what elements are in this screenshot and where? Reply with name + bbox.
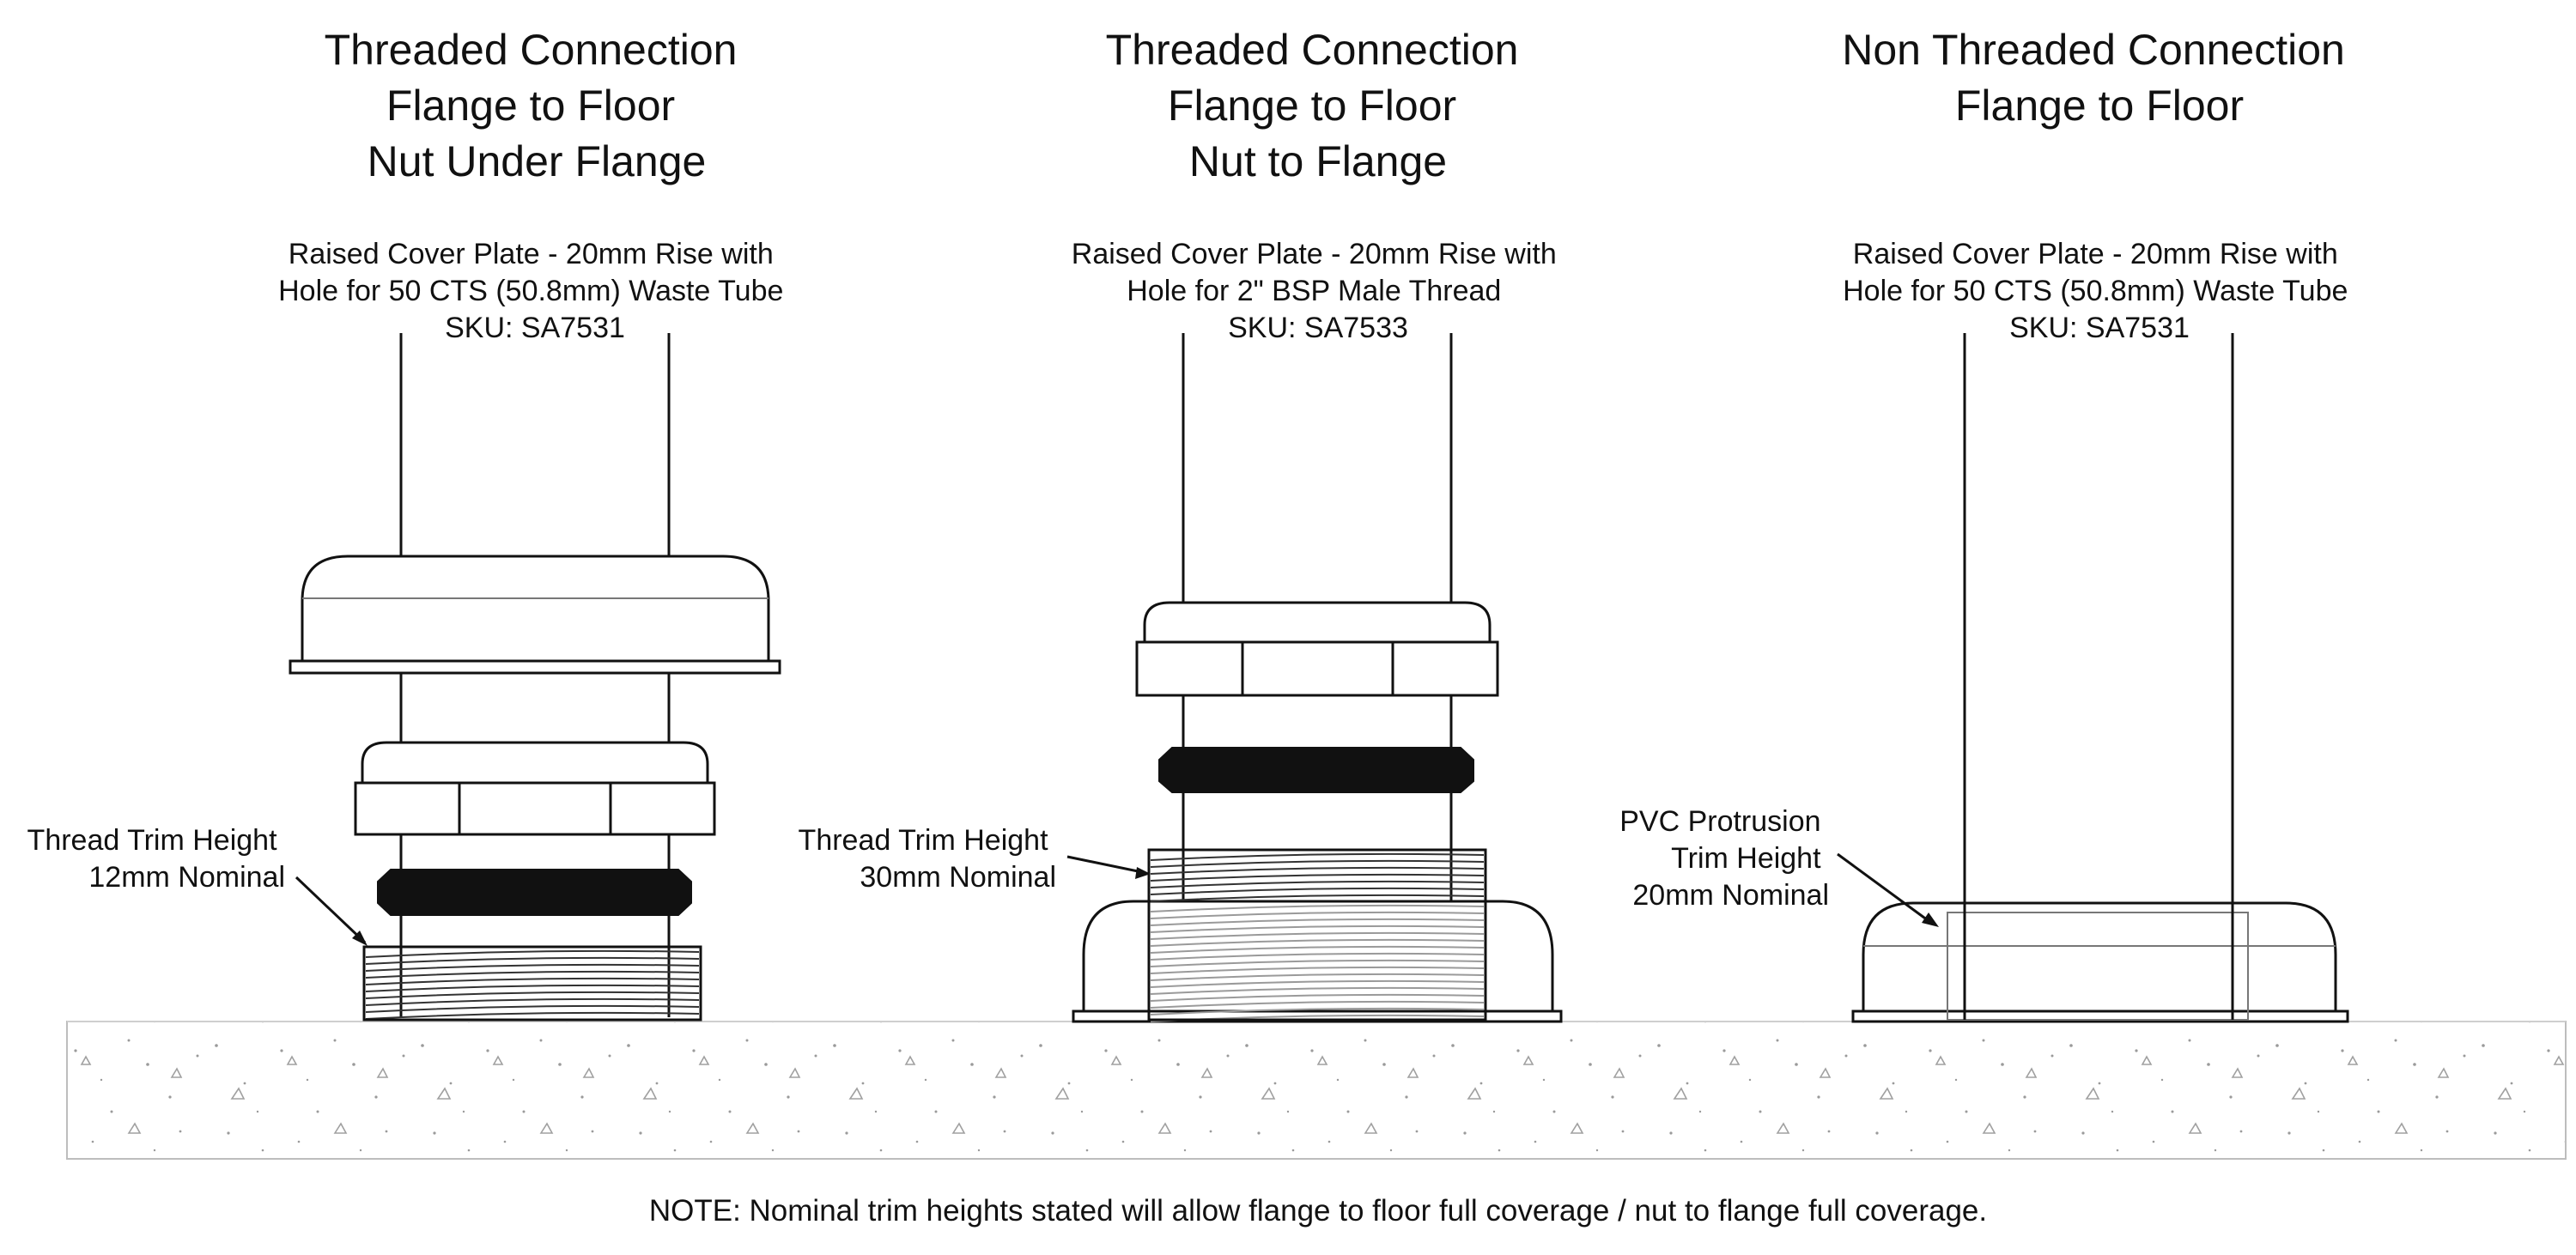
thread-line (1150, 859, 1485, 868)
rubber-seal (377, 869, 692, 916)
thread-line (1150, 952, 1485, 961)
thread-line (365, 984, 700, 992)
panel-2-title: Threaded Connection Flange to Floor Nut … (1106, 26, 1531, 185)
concrete-floor (66, 1021, 2567, 1160)
thread-line (1150, 911, 1485, 919)
pvc-protrusion (1947, 912, 2249, 1021)
callout-leader-2 (1066, 855, 1143, 874)
thread-section-30mm (1150, 852, 1485, 1022)
thread-line (1150, 894, 1485, 902)
callout-arrowhead-2 (1135, 867, 1151, 879)
thread-line (365, 970, 700, 979)
panel-3-title: Non Threaded Connection Flange to Floor (1842, 26, 2357, 130)
callout-leader-3 (1837, 852, 1929, 922)
thread-line (1150, 918, 1485, 926)
thread-line (365, 991, 700, 999)
thread-line (1150, 1000, 1485, 1009)
thread-line (1150, 1007, 1485, 1016)
thread-line (1150, 938, 1485, 947)
cover-plate (289, 555, 781, 675)
thread-line (1150, 880, 1485, 888)
panel-3-product-label: Raised Cover Plate - 20mm Rise with Hole… (1843, 238, 2356, 344)
thread-trim-callout-2: Thread Trim Height 30mm Nominal (799, 824, 1056, 894)
thread-line (365, 956, 700, 965)
panel-2-assembly (1072, 333, 1563, 1023)
thread-line (365, 1011, 700, 1020)
thread-line (365, 949, 700, 958)
thread-line (1150, 925, 1485, 933)
pvc-protrusion-callout: PVC Protrusion Trim Height 20mm Nominal (1619, 805, 1829, 912)
thread-line (365, 997, 700, 1006)
thread-line (1150, 887, 1485, 895)
thread-line (1150, 904, 1485, 912)
thread-line (1150, 966, 1485, 974)
thread-line (1150, 973, 1485, 981)
thread-line (1150, 852, 1485, 861)
panel-2-product-label: Raised Cover Plate - 20mm Rise with Hole… (1072, 238, 1564, 344)
panel-3-assembly (1851, 333, 2349, 1023)
thread-trim-callout-1: Thread Trim Height 12mm Nominal (27, 824, 285, 894)
thread-section-12mm (365, 949, 700, 1020)
panel-1-product-label: Raised Cover Plate - 20mm Rise with Hole… (278, 238, 792, 344)
back-nut (354, 741, 716, 836)
thread-line (365, 977, 700, 985)
thread-line (1150, 866, 1485, 875)
panel-1-assembly (289, 333, 781, 1022)
callout-leader-1 (295, 876, 367, 944)
thread-line (1150, 986, 1485, 995)
thread-line (1150, 979, 1485, 988)
thread-line (365, 963, 700, 972)
thread-line (1150, 931, 1485, 940)
thread-line (365, 1004, 700, 1013)
footnote: NOTE: Nominal trim heights stated will a… (649, 1194, 1987, 1228)
rubber-seal (1158, 747, 1474, 793)
callout-arrowhead-1 (352, 931, 368, 946)
callout-arrowhead-3 (1922, 912, 1939, 927)
nut (1135, 601, 1499, 697)
panel-1-title: Threaded Connection Flange to Floor Nut … (325, 26, 750, 185)
thread-line (1150, 993, 1485, 1002)
thread-line (1150, 873, 1485, 882)
thread-line (1150, 959, 1485, 967)
thread-line (1150, 945, 1485, 954)
